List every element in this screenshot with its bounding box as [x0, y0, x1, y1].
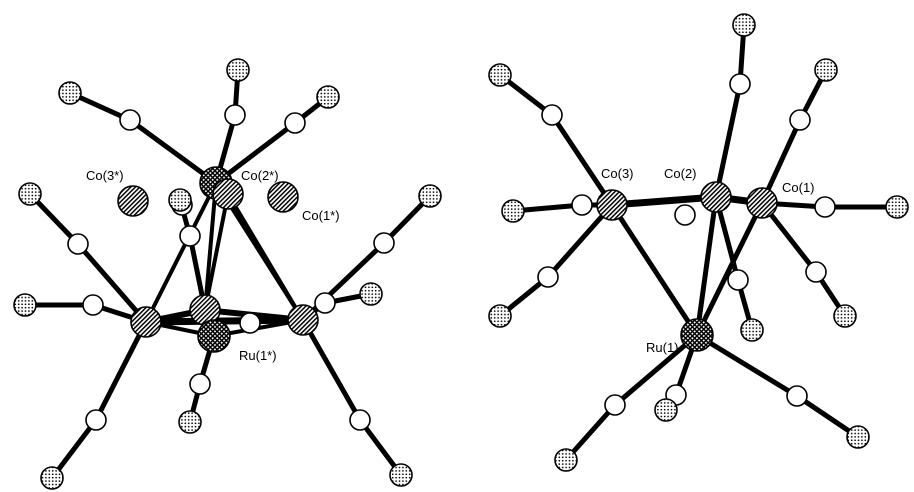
bond: [612, 332, 700, 408]
left-cluster-structure: Co(3*) Co(2*) Co(1*) Ru(1*): [13, 58, 442, 490]
bond: [93, 319, 149, 423]
bond: [49, 417, 99, 481]
cobalt-atom: [212, 178, 244, 210]
oxygen-atom: [168, 188, 192, 212]
ruthenium-atom: [680, 318, 714, 352]
bond: [694, 200, 765, 338]
bond: [549, 112, 615, 208]
carbon-atom: [189, 373, 211, 395]
carbon-atom: [541, 104, 563, 126]
bond: [609, 202, 700, 338]
label-ru1-star: Ru(1*): [239, 348, 277, 363]
right-cluster-structure: Co(3) Co(2) Co(1) Ru(1): [488, 13, 909, 472]
carbon-atom: [674, 204, 696, 226]
oxygen-atom: [501, 199, 525, 223]
label-ru1: Ru(1): [646, 340, 679, 355]
cobalt-atom: [746, 187, 778, 219]
cobalt-atom: [287, 304, 319, 336]
oxygen-atom: [846, 425, 870, 449]
label-co2-star: Co(2*): [241, 168, 279, 183]
carbon-atom: [727, 269, 749, 291]
oxygen-atom: [740, 318, 764, 342]
oxygen-atom: [13, 293, 37, 317]
bond: [563, 402, 618, 463]
bond: [545, 202, 615, 280]
carbon-atom: [786, 385, 808, 407]
carbon-atom: [789, 109, 811, 131]
carbon-atom: [284, 112, 306, 134]
oxygen-atom: [389, 463, 413, 487]
bond: [203, 192, 230, 312]
oxygen-atom: [178, 410, 202, 434]
ruthenium-atom: [197, 319, 231, 353]
cobalt-atom: [117, 185, 149, 217]
carbon-atom: [805, 261, 827, 283]
oxygen-atom: [554, 448, 578, 472]
carbon-atom: [82, 294, 104, 316]
cobalt-atom: [700, 181, 732, 213]
carbon-atom: [571, 194, 593, 216]
oxygen-atom: [58, 81, 82, 105]
label-co1: Co(1): [782, 180, 815, 195]
oxygen-atom: [418, 184, 442, 208]
oxygen-atom: [814, 58, 838, 82]
bond: [144, 181, 218, 324]
cobalt-atom: [130, 306, 162, 338]
oxygen-atom: [488, 63, 512, 87]
bond: [203, 181, 218, 312]
right-labels: Co(3) Co(2) Co(1) Ru(1): [601, 166, 815, 355]
left-atoms: [13, 58, 442, 490]
oxygen-atom: [732, 13, 756, 37]
left-labels: Co(3*) Co(2*) Co(1*) Ru(1*): [86, 168, 340, 363]
bond: [75, 241, 149, 325]
oxygen-atom: [316, 85, 340, 109]
carbon-atom: [119, 109, 141, 131]
label-co3: Co(3): [601, 166, 634, 181]
carbon-atom: [349, 409, 371, 431]
carbon-atom: [67, 233, 89, 255]
right-atoms: [488, 13, 909, 472]
bond: [794, 393, 861, 440]
carbon-atom: [239, 312, 261, 334]
oxygen-atom: [40, 466, 64, 490]
carbon-atom: [604, 394, 626, 416]
cobalt-atom: [267, 181, 299, 213]
bond: [300, 317, 363, 423]
oxygen-atom: [359, 282, 383, 306]
right-bonds: [497, 22, 900, 463]
oxygen-atom: [226, 58, 250, 82]
carbon-atom: [537, 266, 559, 288]
bond: [127, 117, 219, 186]
cobalt-atom: [596, 189, 628, 221]
oxygen-atom: [654, 398, 678, 422]
carbon-atom: [314, 292, 336, 314]
oxygen-atom: [833, 304, 857, 328]
carbon-atom: [373, 232, 395, 254]
carbon-atom: [729, 73, 751, 95]
carbon-atom: [85, 409, 107, 431]
bond: [226, 192, 305, 322]
carbon-atom: [224, 104, 246, 126]
bond: [608, 193, 720, 209]
bond: [694, 332, 800, 399]
label-co2: Co(2): [664, 166, 697, 181]
oxygen-atom: [885, 195, 909, 219]
bond: [713, 81, 743, 200]
label-co1-star: Co(1*): [302, 208, 340, 223]
oxygen-atom: [18, 182, 42, 206]
bond: [694, 194, 719, 338]
oxygen-atom: [488, 304, 512, 328]
carbon-atom: [179, 225, 201, 247]
carbon-atom: [814, 196, 836, 218]
label-co3-star: Co(3*): [86, 168, 124, 183]
